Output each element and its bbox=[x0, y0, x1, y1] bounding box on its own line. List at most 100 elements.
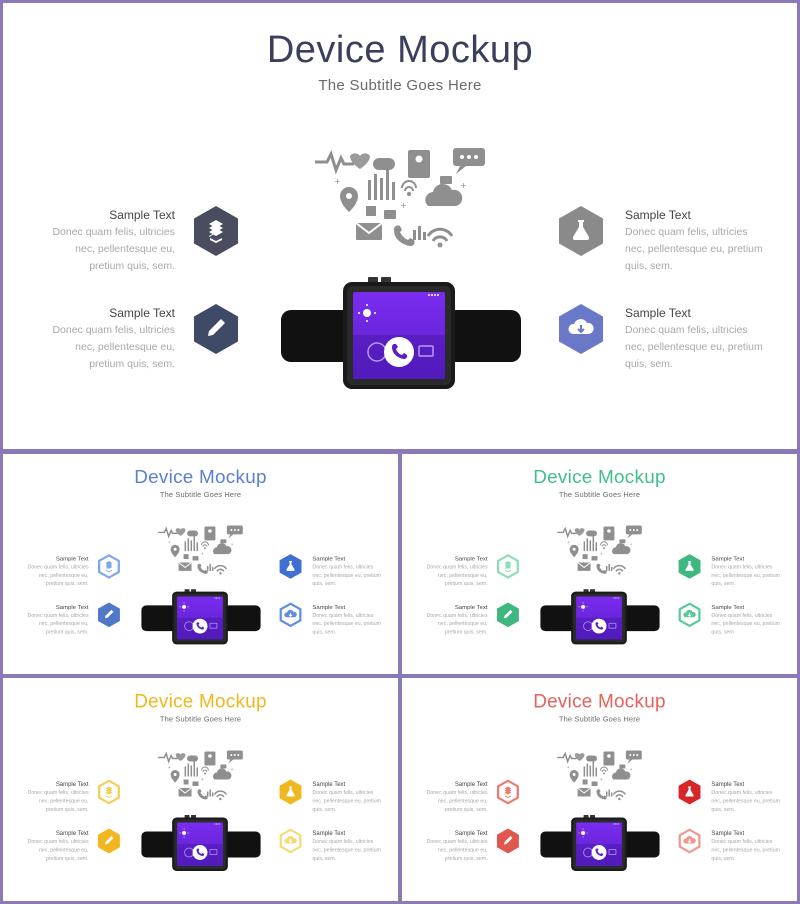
pencil-icon bbox=[98, 602, 120, 628]
cloud-download-hexagon bbox=[278, 602, 303, 630]
item-description: Donec quam felis, ultricies nec, pellent… bbox=[625, 226, 763, 272]
slide-subtitle: The Subtitle Goes Here bbox=[318, 77, 482, 94]
item-description: Donec quam felis, ultricies nec, pellent… bbox=[27, 612, 89, 636]
item-label: Sample Text bbox=[312, 603, 346, 611]
smartwatch-mockup bbox=[141, 815, 261, 875]
item-label: Sample Text bbox=[454, 829, 488, 837]
dropbox-hexagon bbox=[97, 554, 122, 582]
item-description: Donec quam felis, ultricies nec, pellent… bbox=[27, 564, 89, 587]
cloud-download-hexagon bbox=[278, 828, 303, 857]
tech-icon-cloud: + + + bbox=[156, 525, 248, 580]
dropbox-icon bbox=[497, 554, 519, 579]
item-description: Donec quam felis, ultricies nec, pellent… bbox=[711, 564, 780, 587]
svg-text:+: + bbox=[230, 541, 233, 546]
item-label: Sample Text bbox=[711, 603, 745, 611]
item-label: Sample Text bbox=[454, 780, 488, 788]
svg-text:+: + bbox=[567, 764, 570, 769]
cloud-download-hexagon bbox=[677, 602, 702, 630]
dropbox-hexagon bbox=[496, 779, 521, 808]
item-description: Donec quam felis, ultricies nec, pellent… bbox=[312, 612, 381, 636]
dropbox-icon bbox=[98, 779, 120, 805]
slide-subtitle: The Subtitle Goes Here bbox=[558, 715, 641, 724]
cloud-download-hexagon bbox=[677, 828, 702, 857]
item-label: Sample Text bbox=[711, 780, 745, 788]
cloud-download-icon bbox=[279, 828, 302, 854]
item-label: Sample Text bbox=[55, 555, 89, 563]
cloud-download-icon bbox=[678, 828, 701, 854]
pencil-icon bbox=[194, 304, 238, 354]
slide-title: Device Mockup bbox=[533, 691, 666, 712]
slide-title: Device Mockup bbox=[266, 29, 534, 71]
dropbox-hexagon bbox=[97, 779, 122, 808]
svg-text:+: + bbox=[400, 201, 407, 210]
item-description: Donec quam felis, ultricies nec, pellent… bbox=[426, 789, 488, 813]
item-description: Donec quam felis, ultricies nec, pellent… bbox=[711, 612, 780, 636]
flask-hexagon bbox=[677, 779, 702, 808]
slide-subtitle: The Subtitle Goes Here bbox=[159, 490, 242, 499]
item-description: Donec quam felis, ultricies nec, pellent… bbox=[426, 612, 488, 636]
item-label: Sample Text bbox=[711, 555, 745, 563]
tech-icon-cloud: + + + bbox=[555, 750, 647, 806]
slide-title: Device Mockup bbox=[134, 691, 267, 712]
pencil-hexagon bbox=[496, 602, 521, 630]
item-description: Donec quam felis, ultricies nec, pellent… bbox=[52, 324, 175, 370]
cloud-download-icon bbox=[559, 304, 603, 354]
tech-icon-cloud: + + + bbox=[555, 525, 647, 580]
item-label: Sample Text bbox=[312, 555, 346, 563]
dropbox-hexagon bbox=[496, 554, 521, 582]
svg-text:+: + bbox=[201, 776, 204, 781]
svg-text:+: + bbox=[230, 766, 233, 771]
slide-subtitle: The Subtitle Goes Here bbox=[159, 715, 242, 724]
pencil-hexagon bbox=[496, 828, 521, 857]
flask-icon bbox=[678, 779, 701, 805]
slide-subtitle: The Subtitle Goes Here bbox=[558, 490, 641, 499]
dropbox-icon bbox=[194, 206, 238, 256]
item-label: Sample Text bbox=[625, 208, 691, 222]
dropbox-icon bbox=[98, 554, 120, 579]
pencil-icon bbox=[98, 828, 120, 854]
item-description: Donec quam felis, ultricies nec, pellent… bbox=[312, 789, 381, 813]
flask-icon bbox=[279, 779, 302, 805]
item-label: Sample Text bbox=[312, 829, 346, 837]
svg-text:+: + bbox=[460, 181, 467, 190]
item-description: Donec quam felis, ultricies nec, pellent… bbox=[625, 324, 763, 370]
pencil-icon bbox=[497, 602, 519, 628]
svg-text:+: + bbox=[629, 766, 632, 771]
pencil-hexagon bbox=[97, 602, 122, 630]
svg-text:+: + bbox=[168, 539, 171, 544]
item-description: Donec quam felis, ultricies nec, pellent… bbox=[711, 789, 780, 813]
item-label: Sample Text bbox=[711, 829, 745, 837]
item-label: Sample Text bbox=[454, 555, 488, 563]
svg-text:+: + bbox=[334, 177, 341, 186]
item-label: Sample Text bbox=[109, 306, 175, 320]
svg-text:+: + bbox=[629, 541, 632, 546]
item-description: Donec quam felis, ultricies nec, pellent… bbox=[312, 838, 381, 862]
item-description: Donec quam felis, ultricies nec, pellent… bbox=[27, 838, 89, 862]
svg-text:+: + bbox=[168, 764, 171, 769]
item-description: Donec quam felis, ultricies nec, pellent… bbox=[27, 789, 89, 813]
slide-title: Device Mockup bbox=[533, 466, 666, 488]
smartwatch-mockup bbox=[141, 589, 261, 648]
dropbox-icon bbox=[497, 779, 519, 805]
svg-text:+: + bbox=[600, 551, 603, 556]
flask-hexagon bbox=[278, 554, 303, 582]
cloud-download-icon bbox=[279, 602, 302, 628]
cloud-download-hexagon bbox=[556, 303, 606, 360]
flask-icon bbox=[678, 554, 701, 579]
svg-text:+: + bbox=[201, 551, 204, 556]
flask-icon bbox=[279, 554, 302, 579]
item-label: Sample Text bbox=[312, 780, 346, 788]
item-description: Donec quam felis, ultricies nec, pellent… bbox=[426, 838, 488, 862]
item-description: Donec quam felis, ultricies nec, pellent… bbox=[426, 564, 488, 587]
item-label: Sample Text bbox=[55, 780, 89, 788]
svg-text:+: + bbox=[600, 776, 603, 781]
cloud-download-icon bbox=[678, 602, 701, 628]
dropbox-hexagon bbox=[191, 205, 241, 262]
item-description: Donec quam felis, ultricies nec, pellent… bbox=[312, 564, 381, 587]
pencil-hexagon bbox=[191, 303, 241, 360]
flask-icon bbox=[559, 206, 603, 256]
item-label: Sample Text bbox=[454, 603, 488, 611]
